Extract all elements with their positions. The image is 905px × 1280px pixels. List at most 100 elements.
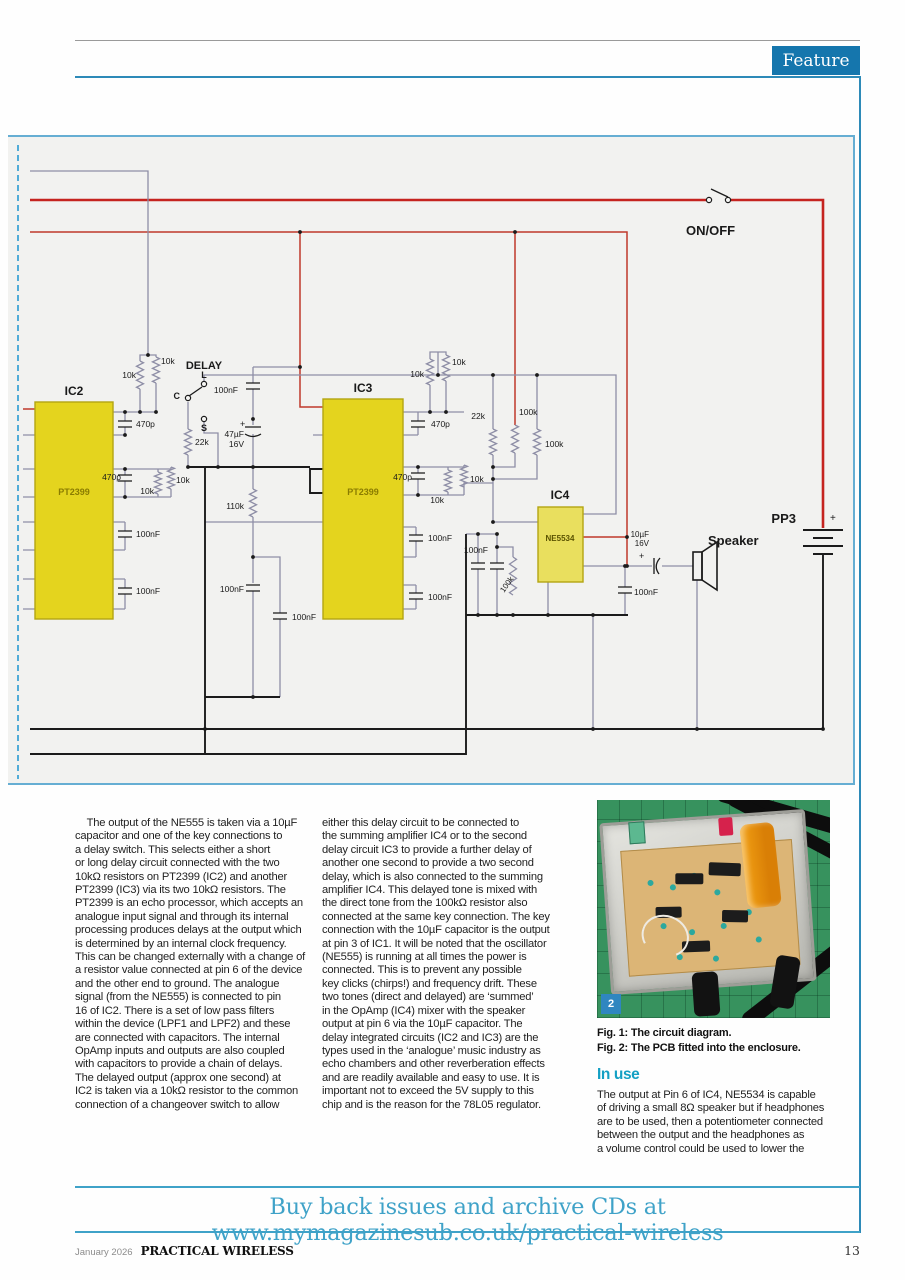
schematic-label: NE5534 xyxy=(546,534,575,543)
power-wire xyxy=(23,231,628,566)
resistors xyxy=(135,354,543,596)
junction-dot xyxy=(444,410,448,414)
capacitor-symbol xyxy=(490,562,504,570)
junction-dot xyxy=(416,465,420,469)
schematic-label: PP3 xyxy=(771,511,796,526)
schematic-label: 100k xyxy=(545,439,564,449)
body-column-1: The output of the NE555 is taken via a 1… xyxy=(75,817,306,1111)
issue-date: January 2026 xyxy=(75,1247,133,1258)
capacitor-symbol xyxy=(118,587,132,595)
switch-lever xyxy=(710,188,729,198)
junction-dot xyxy=(203,727,207,731)
schematic-label: 10µF xyxy=(631,530,650,539)
resistor-symbol xyxy=(424,358,436,386)
junction-dot xyxy=(251,695,255,699)
schematic-label: 470p xyxy=(393,472,412,482)
dip-ic xyxy=(708,862,741,877)
capacitor-symbol xyxy=(618,586,632,594)
junction-dot xyxy=(511,613,515,617)
schematic-label: 10k xyxy=(470,474,484,484)
figure-captions: Fig. 1: The circuit diagram. Fig. 2: The… xyxy=(597,1027,801,1054)
ic2-body xyxy=(34,401,114,620)
schematic-label: ON/OFF xyxy=(686,223,735,238)
schematic-label: 10k xyxy=(452,357,466,367)
speaker-icon xyxy=(692,551,703,581)
banner-rule xyxy=(75,1231,860,1233)
junction-dot xyxy=(491,373,495,377)
schematic-label: 110k xyxy=(226,501,245,511)
schematic-label: 100nF xyxy=(136,586,160,596)
power-rail-wire xyxy=(30,198,825,528)
junction-dot xyxy=(146,353,150,357)
junction-dot xyxy=(154,410,158,414)
pcb-photo: 2 xyxy=(597,800,830,1018)
delay-switch-lever xyxy=(188,386,203,397)
components xyxy=(647,879,654,887)
schematic-label: 10k xyxy=(430,495,444,505)
schematic-label: DELAY xyxy=(186,360,223,372)
feature-badge: Feature xyxy=(772,46,860,75)
schematic-label: IC4 xyxy=(551,488,570,502)
speaker-horn xyxy=(701,540,718,592)
junction-dot xyxy=(416,493,420,497)
capacitor-plates xyxy=(244,426,661,575)
header-rule xyxy=(75,76,860,78)
junction-dot xyxy=(546,613,550,617)
body-column-2: either this delay circuit to be connecte… xyxy=(322,817,550,1111)
capacitor-symbol xyxy=(118,530,132,538)
schematic-label: 10k xyxy=(410,369,424,379)
jumper-wire xyxy=(635,908,696,965)
junction-dot xyxy=(821,727,825,731)
resistor-symbol xyxy=(531,428,543,456)
schematic-label: IC3 xyxy=(354,381,373,395)
banner-rule xyxy=(75,1186,860,1188)
capacitor-symbol xyxy=(409,534,423,542)
capacitor-symbol xyxy=(409,592,423,600)
resistor-symbol xyxy=(510,424,520,454)
schematic-label: Speaker xyxy=(708,533,759,548)
junction-dot xyxy=(428,410,432,414)
junction-dot xyxy=(298,365,302,369)
junction-dot xyxy=(216,465,220,469)
capacitor-symbol xyxy=(273,612,287,620)
schematic-label: 22k xyxy=(195,437,209,447)
body-column-3: The output at Pin 6 of IC4, NE5534 is ca… xyxy=(597,1089,825,1155)
schematic-label: 16V xyxy=(635,539,650,548)
magazine-title: PRACTICAL WIRELESS xyxy=(140,1244,294,1258)
capacitor-symbol xyxy=(246,584,260,592)
schematic-label: + xyxy=(240,419,245,429)
schematic-label: 470p xyxy=(431,419,450,429)
schematic-label: 10k xyxy=(161,356,175,366)
schematic-label: C xyxy=(174,391,181,401)
resistor-symbol xyxy=(135,360,145,390)
junction-dot xyxy=(495,532,499,536)
schematic-label: 10k xyxy=(176,475,190,485)
schematic-label: 470p xyxy=(102,472,121,482)
red-connector xyxy=(718,817,734,837)
capacitor-symbol xyxy=(118,420,132,428)
dip-ic xyxy=(721,909,749,923)
resistor-symbol xyxy=(442,469,454,493)
schematic-label: PT2399 xyxy=(347,487,379,497)
junction-dot xyxy=(491,477,495,481)
schematic-label: 47µF xyxy=(224,429,244,439)
junction-dot xyxy=(695,727,699,731)
junction-dot xyxy=(298,230,302,234)
junction-dot xyxy=(491,465,495,469)
junction-dot xyxy=(436,373,440,377)
figure-number-badge: 2 xyxy=(601,994,621,1014)
connector xyxy=(628,821,646,845)
resistor-symbol xyxy=(458,464,470,488)
schematic-label: 100nF xyxy=(220,584,244,594)
page-footer: January 2026 PRACTICAL WIRELESS 13 xyxy=(75,1243,860,1258)
schematic-label: 10k xyxy=(122,370,136,380)
junction-dot xyxy=(123,495,127,499)
resistor-symbol xyxy=(440,354,452,382)
schematic-label: + xyxy=(830,513,836,524)
delay-switch-contact-l xyxy=(200,380,208,388)
schematic-label: 100nF xyxy=(214,385,238,395)
resistor-symbol xyxy=(248,488,258,518)
